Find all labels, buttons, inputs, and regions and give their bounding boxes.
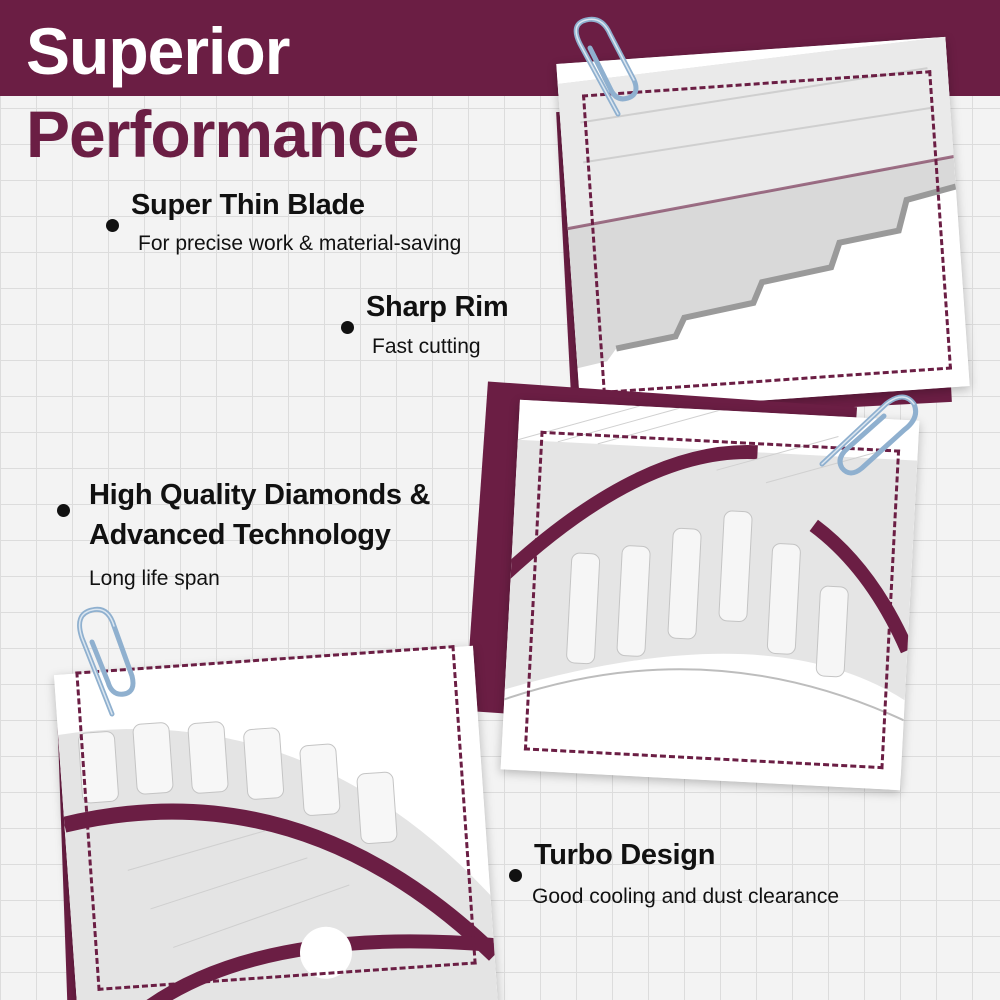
bullet-dot-icon — [341, 321, 354, 334]
feature-title-line-2: Advanced Technology — [89, 519, 391, 551]
photo-blade-arbor — [53, 645, 499, 1000]
paper-clip-icon — [819, 394, 919, 476]
feature-subtitle: Fast cutting — [372, 335, 481, 358]
paper-clip-icon — [77, 606, 136, 717]
photo-card-turbo — [464, 381, 930, 808]
paper-clip-icon — [573, 16, 639, 117]
feature-title-line-1: High Quality Diamonds & — [89, 479, 431, 511]
title-line-1: Superior — [26, 14, 290, 88]
turbo-segment-image — [500, 399, 920, 791]
feature-subtitle: For precise work & material-saving — [138, 232, 462, 255]
feature-title: Sharp Rim — [366, 291, 509, 323]
title-line-2: Performance — [26, 97, 420, 171]
blade-rim-image — [556, 36, 970, 414]
feature-subtitle: Long life span — [89, 567, 220, 590]
bullet-dot-icon — [509, 869, 522, 882]
photo-blade-rim — [556, 36, 970, 414]
photo-card-rim — [548, 36, 988, 440]
photo-card-arbor — [53, 622, 499, 1000]
blade-arbor-image — [53, 645, 499, 1000]
bullet-dot-icon — [57, 504, 70, 517]
feature-title: Super Thin Blade — [131, 189, 365, 221]
feature-subtitle: Good cooling and dust clearance — [532, 885, 840, 908]
photo-turbo-segment — [500, 399, 920, 791]
bullet-dot-icon — [106, 219, 119, 232]
feature-title: Turbo Design — [534, 839, 716, 871]
